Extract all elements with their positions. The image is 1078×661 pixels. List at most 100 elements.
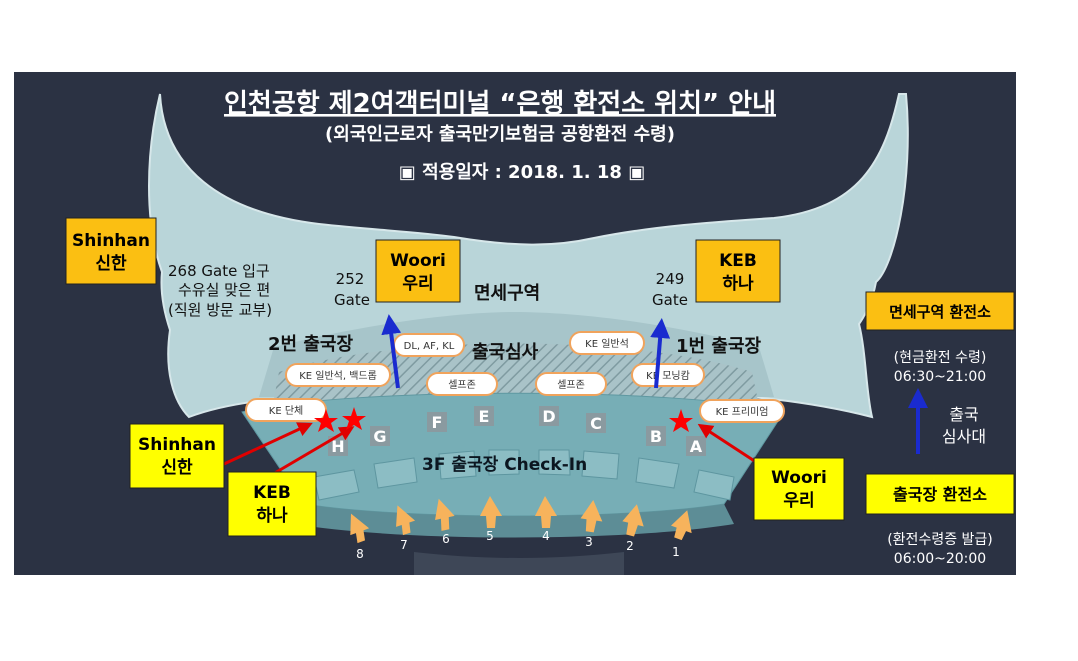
bank-box-woori-bottom: Woori 우리 <box>753 457 845 521</box>
bank-box-shinhan-bottom: Shinhan 신한 <box>129 423 225 489</box>
counter-self-zone-left: 셀프존 <box>426 372 498 396</box>
gate-letters: H G F E D C B A <box>328 406 706 456</box>
svg-text:KE 모닝캄: KE 모닝캄 <box>646 370 690 382</box>
entrance-numbers: 8 7 6 5 4 3 2 1 <box>356 529 680 561</box>
svg-text:H: H <box>331 437 344 456</box>
entrance-arrows <box>350 496 692 544</box>
bank-box-shinhan-top: Shinhan 신한 <box>65 217 157 285</box>
pointer-keb <box>267 426 355 479</box>
svg-text:하나: 하나 <box>722 274 754 294</box>
counter-islands <box>313 449 735 501</box>
svg-text:우리: 우리 <box>402 274 433 294</box>
svg-text:F: F <box>432 413 443 432</box>
dutyfree-exchange-note: (현금환전 수령) <box>894 350 987 366</box>
svg-text:하나: 하나 <box>256 506 288 526</box>
immigration-label: 출국심사 <box>472 342 539 363</box>
svg-text:신한: 신한 <box>161 458 193 478</box>
gate-d: D <box>539 406 559 426</box>
svg-text:Shinhan: Shinhan <box>72 231 150 251</box>
gate-g: G <box>370 426 390 446</box>
svg-text:KE 일반석: KE 일반석 <box>585 338 629 350</box>
gate268-line1: 268 Gate 입구 <box>168 262 270 280</box>
gate268-line2: 수유실 맞은 편 <box>178 281 270 299</box>
entrance-4: 4 <box>542 529 550 543</box>
gate249-word: Gate <box>652 291 688 309</box>
bank-box-keb-bottom: KEB 하나 <box>227 471 317 537</box>
entrance-7: 7 <box>400 538 408 552</box>
immigration-desk-line2: 심사대 <box>942 427 986 446</box>
gate-c: C <box>586 413 606 433</box>
route-arrow-woori <box>381 314 402 389</box>
svg-text:KE 단체: KE 단체 <box>269 405 303 417</box>
star-keb <box>342 407 366 430</box>
svg-text:면세구역 환전소: 면세구역 환전소 <box>889 303 991 321</box>
entrance-arrow-1 <box>671 510 692 541</box>
departure-exchange-hours: 06:00~20:00 <box>894 551 986 567</box>
departure-2-label: 2번 출국장 <box>268 334 353 355</box>
star-woori <box>669 409 693 432</box>
bank-box-woori-top: Woori 우리 <box>375 239 461 303</box>
entrance-arrow-7 <box>396 505 416 536</box>
pointer-woori <box>697 423 757 464</box>
svg-text:우리: 우리 <box>783 491 814 511</box>
gate249-number: 249 <box>656 270 685 288</box>
dutyfree-exchange-hours: 06:30~21:00 <box>894 369 986 385</box>
bank-box-keb-top: KEB 하나 <box>695 239 781 303</box>
road <box>414 552 624 575</box>
svg-text:B: B <box>650 427 662 446</box>
gate-a: A <box>686 436 706 456</box>
effective-date: ▣ 적용일자 : 2018. 1. 18 ▣ <box>399 162 645 183</box>
counter-ke-morning-calm: KE 모닝캄 <box>631 363 705 387</box>
svg-text:E: E <box>479 407 490 426</box>
svg-text:KE 프리미엄: KE 프리미엄 <box>716 406 769 418</box>
pointer-shinhan <box>223 422 313 466</box>
counter-dl-af-kl: DL, AF, KL <box>393 333 465 357</box>
svg-text:Woori: Woori <box>771 468 827 488</box>
page-subtitle: (외국인근로자 출국만기보험금 공항환전 수령) <box>325 123 675 145</box>
page-title: 인천공항 제2여객터미널 “은행 환전소 위치” 안내 <box>224 89 776 119</box>
terminal-map: H G F E D C B A KE 단체 KE 일반석, 백드롭 DL, AF… <box>65 89 1015 575</box>
entrance-8: 8 <box>356 547 364 561</box>
dutyfree-exchange-box: 면세구역 환전소 <box>865 291 1015 331</box>
counter-self-zone-right: 셀프존 <box>535 372 607 396</box>
counter-ke-economy-bagdrop: KE 일반석, 백드롭 <box>285 363 391 387</box>
svg-text:G: G <box>373 427 386 446</box>
svg-text:KE 일반석, 백드롭: KE 일반석, 백드롭 <box>299 370 377 382</box>
entrance-arrow-8 <box>350 513 370 544</box>
departure-1-label: 1번 출국장 <box>676 336 761 357</box>
departure-exchange-box: 출국장 환전소 <box>865 473 1015 515</box>
entrance-arrow-2 <box>622 504 644 537</box>
star-shinhan <box>314 409 338 432</box>
counter-labels: KE 단체 KE 일반석, 백드롭 DL, AF, KL 셀프존 셀프존 KE … <box>245 331 785 423</box>
svg-text:셀프존: 셀프존 <box>557 379 585 391</box>
svg-text:DL, AF, KL: DL, AF, KL <box>404 341 455 352</box>
map-panel: H G F E D C B A KE 단체 KE 일반석, 백드롭 DL, AF… <box>14 72 1016 575</box>
svg-text:KEB: KEB <box>253 483 291 503</box>
duty-free-area-label: 면세구역 <box>474 283 540 304</box>
svg-text:D: D <box>542 407 555 426</box>
gate-h: H <box>328 436 348 456</box>
svg-text:셀프존: 셀프존 <box>448 379 476 391</box>
svg-text:출국장 환전소: 출국장 환전소 <box>893 485 987 504</box>
entrance-arrow-3 <box>580 500 603 533</box>
counter-ke-group: KE 단체 <box>245 398 327 422</box>
svg-text:신한: 신한 <box>95 254 127 274</box>
svg-text:KEB: KEB <box>719 251 757 271</box>
svg-text:A: A <box>690 437 703 456</box>
svg-text:Shinhan: Shinhan <box>138 435 216 455</box>
entrance-arrow-4 <box>535 496 557 528</box>
exchange-location-stars <box>314 407 693 432</box>
gate-f: F <box>427 412 447 432</box>
checkin-label: 3F 출국장 Check-In <box>422 455 587 475</box>
gate252-number: 252 <box>336 270 365 288</box>
entrance-6: 6 <box>442 532 450 546</box>
gate-b: B <box>646 426 666 446</box>
counter-ke-premium: KE 프리미엄 <box>699 399 785 423</box>
entrance-2: 2 <box>626 539 634 553</box>
svg-text:C: C <box>590 414 602 433</box>
counter-ke-economy: KE 일반석 <box>569 331 645 355</box>
departure-exchange-note: (환전수령증 발급) <box>887 532 993 548</box>
gate-e: E <box>474 406 494 426</box>
svg-text:Woori: Woori <box>390 251 446 271</box>
entrance-3: 3 <box>585 535 593 549</box>
